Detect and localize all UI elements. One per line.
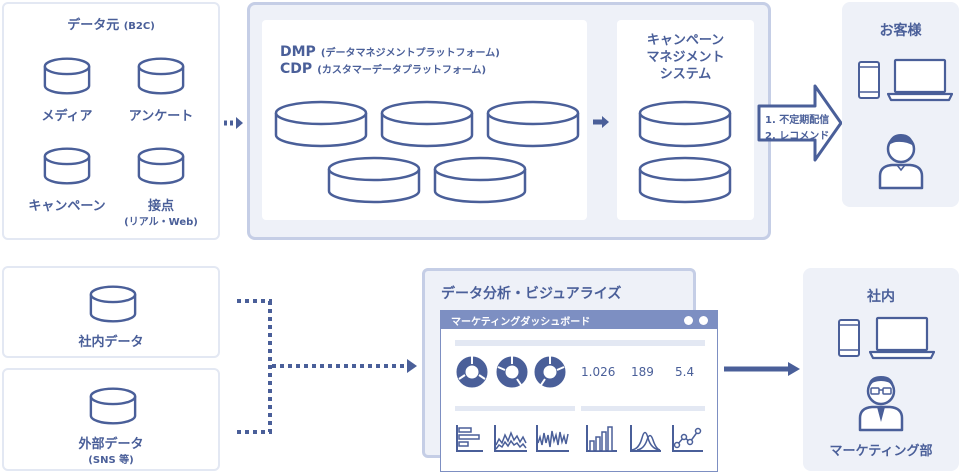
source-sublabel-touchpoint: (リアル・Web) xyxy=(124,217,198,228)
inhouse-smartphone-icon xyxy=(837,318,861,358)
dashboard-titlebar: マーケティングダッシュボード xyxy=(441,311,717,329)
campaign-system-panel: キャンペーン マネジメント システム xyxy=(617,20,754,220)
campaign-database-icon xyxy=(42,146,92,186)
platform-database-icon-5 xyxy=(432,156,528,204)
window-control-dot-2[interactable] xyxy=(699,316,708,325)
horizontal-bar-chart-icon xyxy=(456,425,483,452)
campaign-system-database-icon-2 xyxy=(637,156,733,204)
dashboard-title: マーケティングダッシュボード xyxy=(451,317,591,328)
delivery-arrow-label: 1. 不定期配信 2. レコメンド xyxy=(765,115,830,142)
dashboard-header-bar xyxy=(455,340,705,346)
area-chart-icon xyxy=(494,425,527,452)
dashboard-section-bar-right xyxy=(581,406,705,411)
external-data-panel: 外部データ (SNS 等) xyxy=(2,368,220,471)
waveform-chart-icon xyxy=(536,425,569,452)
campaign-system-title: キャンペーン マネジメント システム xyxy=(646,33,725,82)
platform-database-icon-2 xyxy=(379,100,475,148)
metric-value-1: 1.026 xyxy=(581,365,616,379)
external-data-sublabel: (SNS 等) xyxy=(88,455,134,466)
source-label-touchpoint: 接点 xyxy=(147,199,174,214)
survey-database-icon xyxy=(136,56,186,96)
cdp-heading: CDP (カスタマーデータプラットフォーム) xyxy=(280,61,487,77)
platform-database-icon-1 xyxy=(273,100,369,148)
dashboard-window: マーケティングダッシュボード 1.026 189 5.4 xyxy=(440,310,718,472)
data-sources-title: データ元 (B2C) xyxy=(67,18,155,33)
dmp-cdp-panel: DMP (データマネジメントプラットフォーム) CDP (カスタマーデータプラッ… xyxy=(262,20,587,220)
source-label-survey: アンケート xyxy=(128,109,194,124)
dotted-arrow-sources-to-platform xyxy=(224,117,243,129)
platform-database-icon-3 xyxy=(485,100,581,148)
metric-value-3: 5.4 xyxy=(675,365,695,379)
line-chart-icon xyxy=(672,425,703,452)
customer-title: お客様 xyxy=(879,23,922,39)
dashboard-section-bar-left xyxy=(455,406,575,411)
customer-person-icon xyxy=(878,134,924,190)
inhouse-panel: 社内 マーケティング部 xyxy=(803,268,959,471)
source-label-media: メディア xyxy=(41,109,93,124)
analysis-title: データ分析・ビジュアライズ xyxy=(441,286,622,302)
donut-chart-icon-1 xyxy=(456,356,488,388)
distribution-curve-icon xyxy=(630,425,661,452)
source-label-campaign: キャンペーン xyxy=(28,199,106,214)
customer-panel: お客様 xyxy=(842,2,959,207)
donut-chart-icon-3 xyxy=(534,356,566,388)
laptop-icon xyxy=(887,58,953,102)
arrow-analysis-to-inhouse xyxy=(724,362,800,376)
inhouse-title: 社内 xyxy=(867,289,895,305)
touchpoint-database-icon xyxy=(136,146,186,186)
platform-database-icon-4 xyxy=(326,156,422,204)
media-database-icon xyxy=(42,56,92,96)
dotted-connector-to-analysis xyxy=(237,299,417,434)
external-database-icon xyxy=(88,386,138,426)
window-control-dot-1[interactable] xyxy=(684,316,693,325)
delivery-arrow xyxy=(757,84,843,162)
internal-data-panel: 社内データ xyxy=(2,266,220,358)
staff-person-icon xyxy=(858,376,904,432)
internal-database-icon xyxy=(88,284,138,324)
campaign-system-database-icon-1 xyxy=(637,100,733,148)
internal-data-label: 社内データ xyxy=(78,335,144,350)
donut-chart-icon-2 xyxy=(496,356,528,388)
inhouse-laptop-icon xyxy=(869,316,935,360)
arrow-platform-to-campaign xyxy=(593,116,609,128)
smartphone-icon xyxy=(857,60,881,100)
external-data-label: 外部データ xyxy=(78,437,144,452)
metric-value-2: 189 xyxy=(631,365,654,379)
data-sources-panel: データ元 (B2C) メディア アンケート キャンペーン 接点 (リアル・Web… xyxy=(2,2,220,240)
marketing-dept-label: マーケティング部 xyxy=(829,444,933,459)
dmp-heading: DMP (データマネジメントプラットフォーム) xyxy=(280,44,500,60)
column-chart-icon xyxy=(586,425,617,452)
